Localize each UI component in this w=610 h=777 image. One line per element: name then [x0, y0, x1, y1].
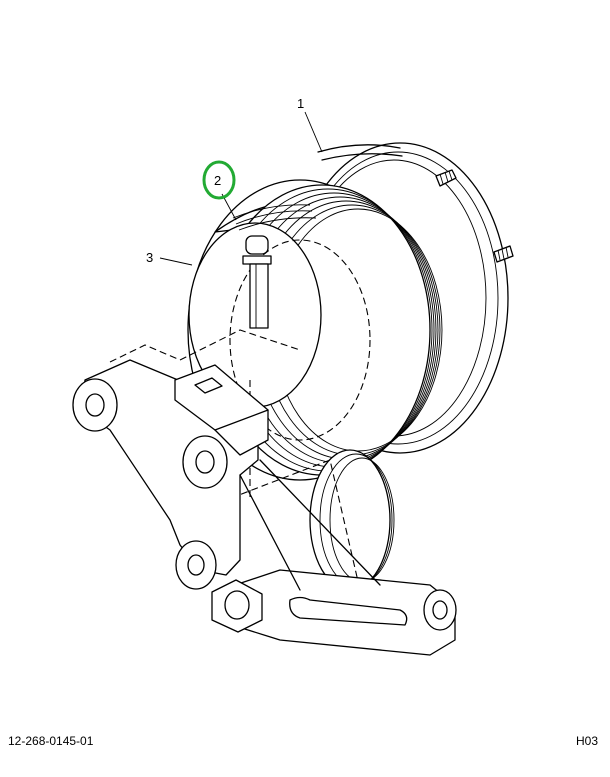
sheet-code-label: H03: [575, 734, 598, 748]
svg-text:2: 2: [214, 173, 221, 188]
pulley-stud: [242, 235, 272, 329]
belt-grooves-part-2[interactable]: [232, 204, 317, 231]
callout-highlight-ring: [202, 160, 236, 200]
callout-2[interactable]: 2: [202, 160, 236, 200]
callout-3[interactable]: 3: [146, 250, 153, 265]
callout-1[interactable]: 1: [297, 96, 304, 111]
svg-text:1: 1: [297, 96, 304, 111]
part-number-label: 12-268-0145-01: [8, 734, 94, 748]
mounting-bracket: [72, 329, 457, 656]
svg-text:3: 3: [146, 250, 153, 265]
idler-pulley: [309, 449, 395, 591]
